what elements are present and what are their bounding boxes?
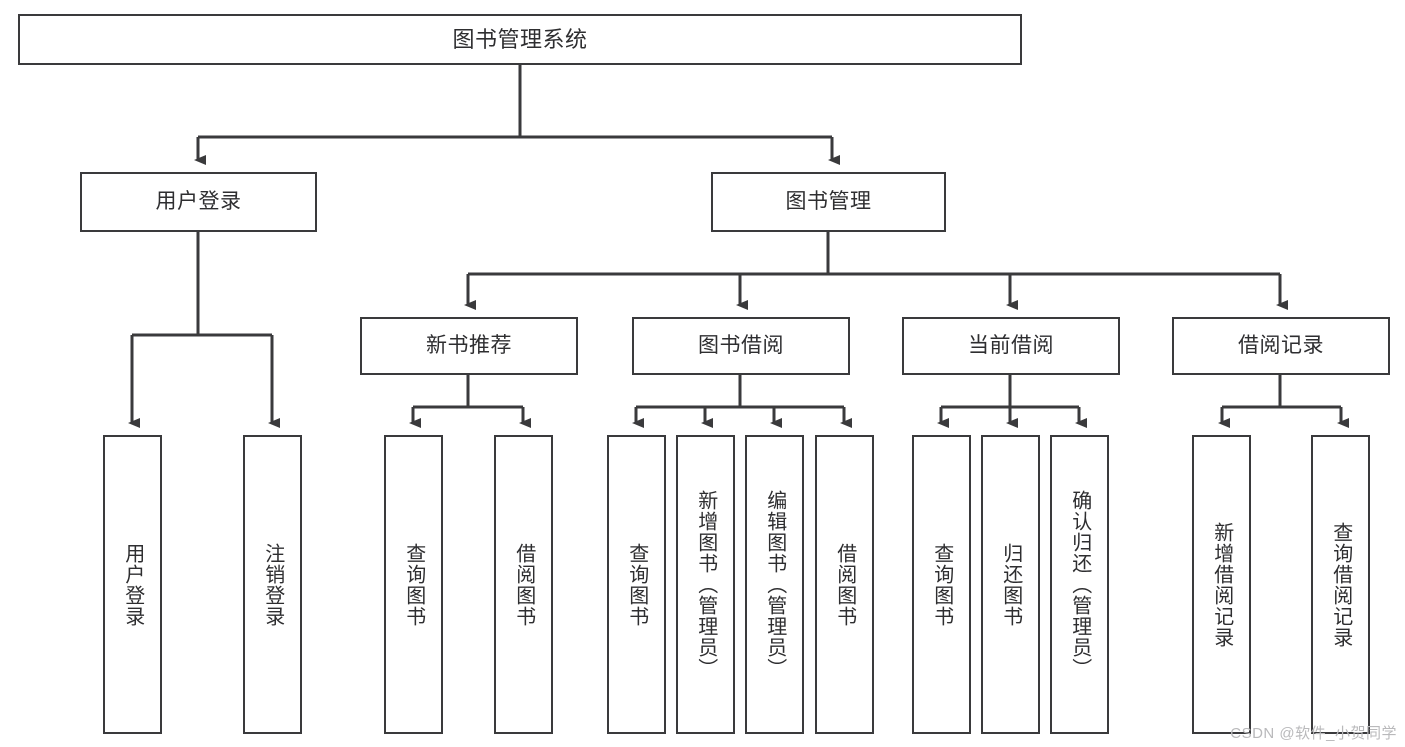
leaf-label: 新增借阅记录 bbox=[1210, 521, 1233, 648]
node-label: 新书推荐 bbox=[426, 333, 512, 357]
leaf-label: 新增图书（管理员） bbox=[694, 490, 717, 679]
leaf-confirm-return-admin[interactable]: 确认归还（管理员） bbox=[1050, 435, 1109, 734]
leaf-query-borrow-record[interactable]: 查询借阅记录 bbox=[1311, 435, 1370, 734]
node-current-borrow[interactable]: 当前借阅 bbox=[902, 317, 1120, 375]
leaf-label: 借阅图书 bbox=[512, 542, 535, 627]
node-label: 图书管理 bbox=[785, 189, 872, 213]
leaf-label: 注销登录 bbox=[261, 542, 284, 627]
node-new-book-recommend[interactable]: 新书推荐 bbox=[360, 317, 578, 375]
leaf-query-book-borrow[interactable]: 查询图书 bbox=[607, 435, 666, 734]
node-book-management[interactable]: 图书管理 bbox=[711, 172, 946, 232]
leaf-label: 归还图书 bbox=[999, 542, 1022, 627]
node-root-book-management-system[interactable]: 图书管理系统 bbox=[18, 14, 1022, 65]
node-label: 当前借阅 bbox=[968, 333, 1054, 357]
node-user-login[interactable]: 用户登录 bbox=[80, 172, 317, 232]
leaf-borrow-book-recommend[interactable]: 借阅图书 bbox=[494, 435, 553, 734]
node-borrow-record[interactable]: 借阅记录 bbox=[1172, 317, 1390, 375]
leaf-label: 查询借阅记录 bbox=[1329, 521, 1352, 648]
leaf-add-book-admin[interactable]: 新增图书（管理员） bbox=[676, 435, 735, 734]
node-label: 用户登录 bbox=[155, 189, 242, 213]
node-label: 借阅记录 bbox=[1238, 333, 1324, 357]
leaf-label: 编辑图书（管理员） bbox=[763, 490, 786, 679]
leaf-logout-login[interactable]: 注销登录 bbox=[243, 435, 302, 734]
leaf-edit-book-admin[interactable]: 编辑图书（管理员） bbox=[745, 435, 804, 734]
leaf-add-borrow-record[interactable]: 新增借阅记录 bbox=[1192, 435, 1251, 734]
leaf-label: 查询图书 bbox=[402, 542, 425, 627]
node-book-borrow[interactable]: 图书借阅 bbox=[632, 317, 850, 375]
node-label: 图书管理系统 bbox=[452, 26, 588, 52]
leaf-label: 确认归还（管理员） bbox=[1068, 490, 1091, 679]
csdn-watermark: CSDN @软件_小贺同学 bbox=[1230, 725, 1397, 742]
leaf-return-book[interactable]: 归还图书 bbox=[981, 435, 1040, 734]
leaf-label: 查询图书 bbox=[930, 542, 953, 627]
node-label: 图书借阅 bbox=[698, 333, 784, 357]
leaf-query-book-current[interactable]: 查询图书 bbox=[912, 435, 971, 734]
leaf-borrow-book[interactable]: 借阅图书 bbox=[815, 435, 874, 734]
leaf-query-book-recommend[interactable]: 查询图书 bbox=[384, 435, 443, 734]
leaf-label: 查询图书 bbox=[625, 542, 648, 627]
leaf-user-login[interactable]: 用户登录 bbox=[103, 435, 162, 734]
leaf-label: 借阅图书 bbox=[833, 542, 856, 627]
leaf-label: 用户登录 bbox=[121, 542, 144, 627]
